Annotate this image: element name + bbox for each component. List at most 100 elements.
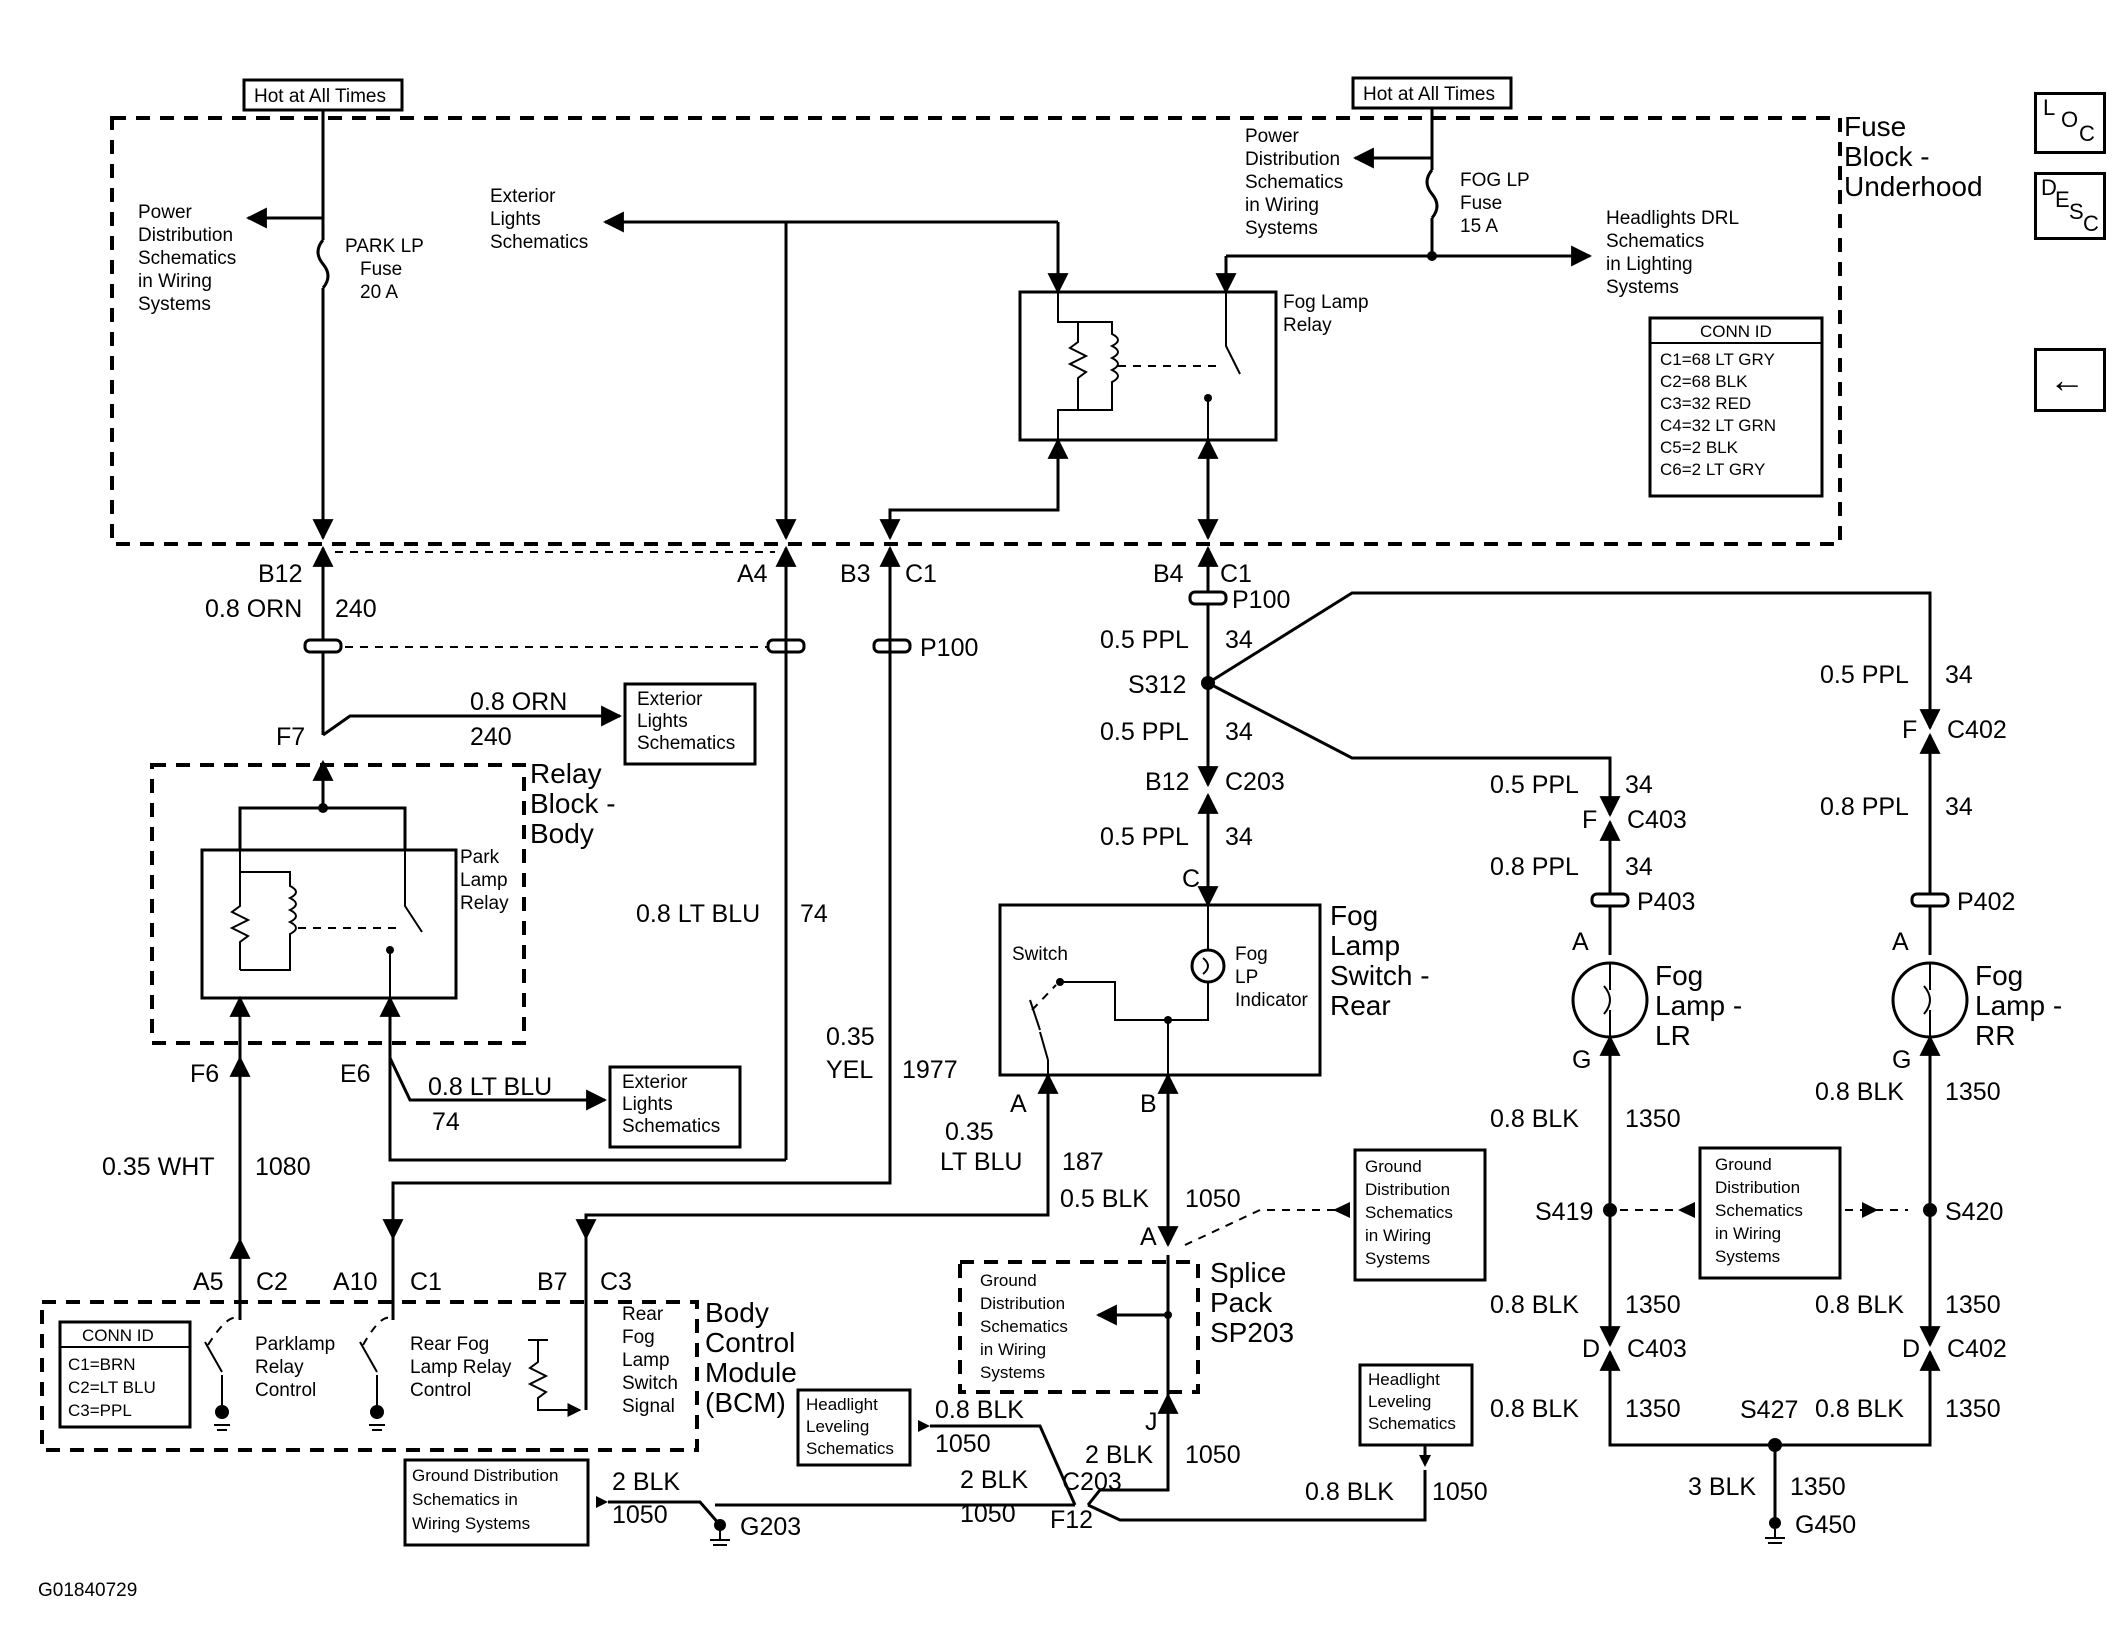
svg-text:CONN ID: CONN ID <box>1700 322 1772 341</box>
svg-text:20 A: 20 A <box>360 282 398 303</box>
svg-text:Rear Fog: Rear Fog <box>410 1334 489 1355</box>
pin-g-lr: G <box>1572 1046 1591 1074</box>
wire-label-rr-blk-1350-1: 0.8 BLK 1350 <box>1815 1078 2001 1106</box>
desc-button[interactable]: D E S C <box>2034 172 2106 240</box>
svg-text:in Wiring: in Wiring <box>1715 1224 1781 1243</box>
wire-label-lr-ppl-34-1: 0.5 PPL 34 <box>1490 771 1653 799</box>
headlight-leveling-box-a <box>796 1388 912 1467</box>
svg-text:Indicator: Indicator <box>1235 990 1309 1011</box>
p403-label: P403 <box>1637 888 1695 916</box>
svg-text:34: 34 <box>1225 718 1253 746</box>
svg-text:Lamp -: Lamp - <box>1975 990 2062 1021</box>
fog-lp-fuse-label: FOG LP Fuse 15 A <box>1460 170 1530 237</box>
svg-text:0.8 LT BLU: 0.8 LT BLU <box>428 1073 552 1101</box>
svg-text:in Wiring: in Wiring <box>1365 1226 1431 1245</box>
svg-text:Relay: Relay <box>460 893 509 914</box>
svg-text:Systems: Systems <box>1365 1249 1430 1268</box>
pin-b4: B4 <box>1153 560 1184 588</box>
svg-text:Distribution: Distribution <box>1715 1178 1800 1197</box>
park-relay-resistor <box>229 850 251 970</box>
svg-text:LT BLU: LT BLU <box>940 1148 1022 1176</box>
wire-label-lr-ppl-34-2: 0.8 PPL 34 <box>1490 853 1653 881</box>
wire-label-blk-1050-e: 2 BLK 1050 <box>612 1468 680 1529</box>
svg-text:Rear: Rear <box>1330 990 1391 1021</box>
svg-text:Rear: Rear <box>622 1304 664 1325</box>
exterior-lights-box-mid <box>623 682 757 766</box>
svg-text:Exterior: Exterior <box>490 186 556 207</box>
wire-label-rr-blk-1350-2: 0.8 BLK 1350 <box>1815 1291 2001 1319</box>
svg-text:2 BLK: 2 BLK <box>1085 1441 1153 1469</box>
svg-text:Ground: Ground <box>1365 1157 1422 1176</box>
wire-label-blk-1350-g450: 3 BLK 1350 <box>1688 1473 1846 1501</box>
pin-c2: C2 <box>256 1268 288 1296</box>
fog-relay-coil <box>1078 321 1119 411</box>
svg-text:C2=LT BLU: C2=LT BLU <box>68 1378 156 1397</box>
svg-text:Relay: Relay <box>1283 315 1332 336</box>
pin-a-splice: A <box>1140 1223 1157 1251</box>
svg-text:C203: C203 <box>1225 768 1285 796</box>
svg-text:0.8 BLK: 0.8 BLK <box>1305 1478 1394 1506</box>
svg-text:Control: Control <box>410 1380 471 1401</box>
wire-label-ppl-34-a: 0.5 PPL 34 <box>1100 626 1253 654</box>
loc-button[interactable]: L O C <box>2034 92 2106 154</box>
svg-text:Fog: Fog <box>1235 944 1268 965</box>
svg-text:74: 74 <box>432 1108 460 1136</box>
splice-s419 <box>1603 1203 1617 1217</box>
connector-rr-d-c402: D C402 <box>1902 1335 2007 1363</box>
p100-label-left: P100 <box>920 634 978 662</box>
svg-text:Fuse: Fuse <box>1460 193 1502 214</box>
svg-text:1050: 1050 <box>1185 1185 1241 1213</box>
svg-text:YEL: YEL <box>826 1056 873 1084</box>
pin-a-switch: A <box>1010 1090 1027 1118</box>
ground-distribution-box-bottom <box>403 1458 590 1547</box>
park-lamp-relay-label: Park Lamp Relay <box>460 847 509 914</box>
svg-text:C3=32 RED: C3=32 RED <box>1660 394 1751 413</box>
svg-text:2 BLK: 2 BLK <box>960 1466 1028 1494</box>
wire-label-ltblu-74-b: 0.8 LT BLU 74 <box>428 1073 552 1136</box>
park-lamp-relay <box>200 848 458 1000</box>
svg-text:in Wiring: in Wiring <box>980 1340 1046 1359</box>
wire-label-blk-1050-d: 0.8 BLK 1050 <box>1305 1478 1488 1506</box>
svg-text:Switch: Switch <box>622 1373 678 1394</box>
svg-text:PARK LP: PARK LP <box>345 236 424 257</box>
svg-text:Fuse: Fuse <box>360 259 402 280</box>
wire-label-blk-1050-a: 0.8 BLK 1050 <box>935 1396 1024 1458</box>
svg-text:F: F <box>1582 806 1597 834</box>
power-distribution-label-right: Power Distribution Schematics in Wiring … <box>1245 126 1343 239</box>
svg-text:74: 74 <box>800 900 828 928</box>
svg-text:0.8 PPL: 0.8 PPL <box>1490 853 1579 881</box>
svg-text:0.5 PPL: 0.5 PPL <box>1100 626 1189 654</box>
svg-text:C402: C402 <box>1947 1335 2007 1363</box>
svg-text:C1=68 LT GRY: C1=68 LT GRY <box>1660 350 1775 369</box>
wire-label-blk-1050-c: 2 BLK 1050 <box>1085 1441 1241 1469</box>
back-button[interactable]: ← <box>2034 348 2106 412</box>
svg-text:Parklamp: Parklamp <box>255 1334 335 1355</box>
svg-text:C1=BRN: C1=BRN <box>68 1355 136 1374</box>
ground-distribution-box-mid <box>1353 1148 1487 1282</box>
exterior-lights-label-top: Exterior Lights Schematics <box>490 186 588 253</box>
svg-text:0.5 PPL: 0.5 PPL <box>1490 771 1579 799</box>
ground-g450: G450 <box>1795 1511 1856 1539</box>
relay-block-body <box>150 763 526 1045</box>
pin-a10: A10 <box>333 1268 377 1296</box>
svg-text:0.8 BLK: 0.8 BLK <box>1815 1078 1904 1106</box>
exterior-lights-box-low <box>608 1065 742 1149</box>
svg-text:Lamp -: Lamp - <box>1655 990 1742 1021</box>
svg-text:Underhood: Underhood <box>1844 171 1983 202</box>
svg-text:Fuse: Fuse <box>1844 111 1906 142</box>
pin-b-switch: B <box>1140 1090 1157 1118</box>
parklamp-relay-control-label: Parklamp Relay Control <box>255 1334 335 1401</box>
svg-text:Ground: Ground <box>1715 1155 1772 1174</box>
svg-text:Ground: Ground <box>980 1271 1037 1290</box>
fog-lamp-lr-label: Fog Lamp - LR <box>1655 960 1742 1051</box>
svg-text:C2=68 BLK: C2=68 BLK <box>1660 372 1748 391</box>
svg-text:34: 34 <box>1625 853 1653 881</box>
svg-text:SP203: SP203 <box>1210 1317 1294 1348</box>
fog-relay-switch <box>1225 292 1241 375</box>
svg-text:1350: 1350 <box>1945 1291 2001 1319</box>
pin-c: C <box>1182 865 1200 893</box>
svg-text:1350: 1350 <box>1625 1291 1681 1319</box>
ground-distribution-label-splice: Ground Distribution Schematics in Wiring… <box>980 1271 1068 1382</box>
connector-c203-f12: C203 F12 <box>1050 1468 1122 1534</box>
svg-text:Leveling: Leveling <box>1368 1392 1431 1411</box>
